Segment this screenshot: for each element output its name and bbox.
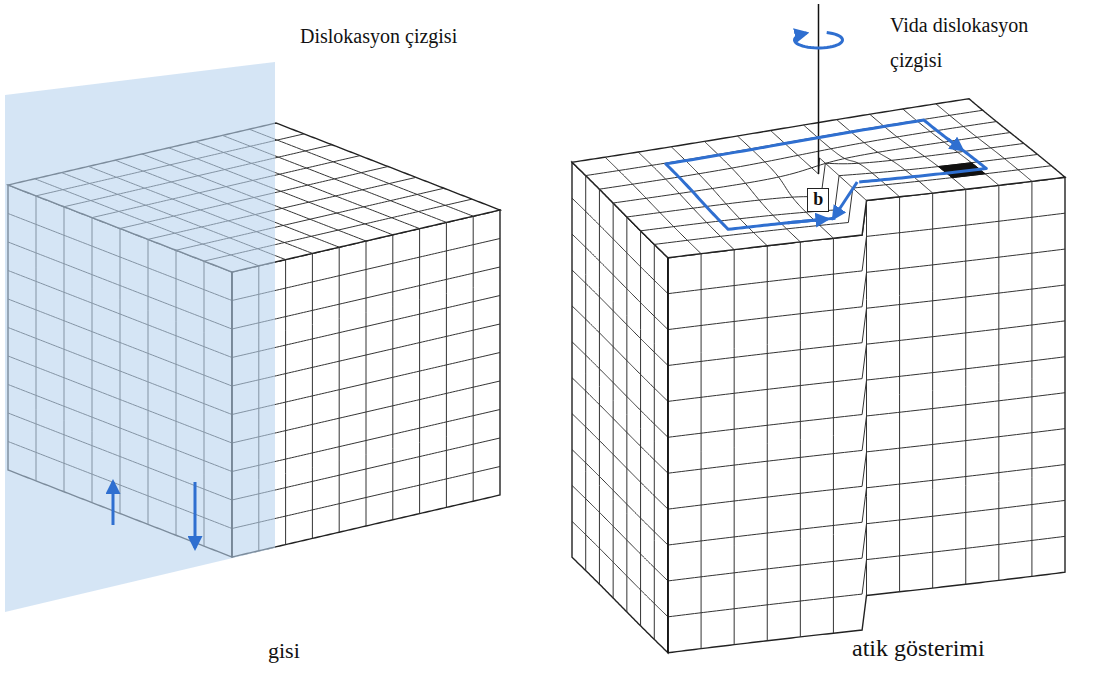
lattice-line — [605, 157, 701, 253]
lattice-line — [668, 393, 1065, 474]
lattice-line — [572, 342, 668, 438]
rotation-arrow — [795, 32, 843, 48]
burgers-vector-label: b — [807, 188, 829, 212]
lattice-line — [965, 189, 966, 584]
lattice-line — [654, 244, 655, 639]
screw-dislocation-line-label: Vida dislokasyon çizgisi — [890, 8, 1070, 78]
lattice-line — [668, 249, 1065, 330]
lattice-line — [613, 203, 614, 598]
lattice-line — [572, 234, 668, 330]
lattice-line — [1031, 181, 1032, 576]
lattice-line — [701, 254, 702, 649]
lattice-line — [668, 500, 1065, 581]
lattice-line — [668, 357, 1065, 438]
lattice-line — [668, 465, 1065, 546]
lattice-line — [800, 242, 801, 637]
lattice-line — [572, 521, 668, 617]
lattice-line — [641, 154, 1038, 230]
shear-arrow-up — [112, 482, 115, 525]
screw-dislocation-marks — [666, 4, 986, 229]
lattice-line — [640, 231, 641, 626]
lattice-line — [668, 429, 1065, 510]
screw-dislocation-cube — [572, 99, 1065, 653]
lattice-line — [638, 152, 734, 250]
lattice-line — [734, 250, 735, 645]
circuit-direction-arrow — [948, 139, 962, 150]
lattice-line — [767, 246, 768, 641]
lattice-line — [626, 217, 627, 612]
lattice-line — [572, 485, 668, 581]
lattice-line — [572, 450, 668, 546]
shear-arrow-down — [194, 482, 197, 548]
lattice-line — [899, 197, 900, 592]
lattice-line — [866, 201, 867, 596]
lattice-line — [572, 378, 668, 474]
burgers-circuit — [666, 120, 986, 229]
circuit-direction-arrow — [788, 219, 828, 223]
lattice-line — [249, 129, 473, 216]
lattice-line — [668, 285, 1065, 366]
lattice-line — [932, 193, 933, 588]
lattice-line — [572, 306, 668, 402]
lattice-line — [585, 176, 586, 571]
caption-fragment: gisi — [268, 638, 300, 664]
lattice-line — [572, 270, 668, 366]
lattice-line — [998, 185, 999, 580]
dislocation-line-label: Dislokasyon çizgisi — [300, 24, 560, 48]
lattice-line — [572, 198, 668, 294]
lattice-line — [599, 189, 600, 584]
lattice-line — [668, 536, 1065, 617]
slip-plane — [5, 62, 275, 612]
lattice-line — [833, 238, 834, 633]
lattice-line — [668, 213, 1065, 294]
burgers-vector-arrow — [833, 182, 857, 218]
cube-edge — [667, 258, 669, 653]
lattice-line — [572, 414, 668, 510]
screw-axis-line — [818, 4, 820, 174]
lattice-line — [627, 143, 1024, 217]
lattice-line — [668, 321, 1065, 402]
caption-fragment: atik gösterimi — [852, 634, 985, 663]
